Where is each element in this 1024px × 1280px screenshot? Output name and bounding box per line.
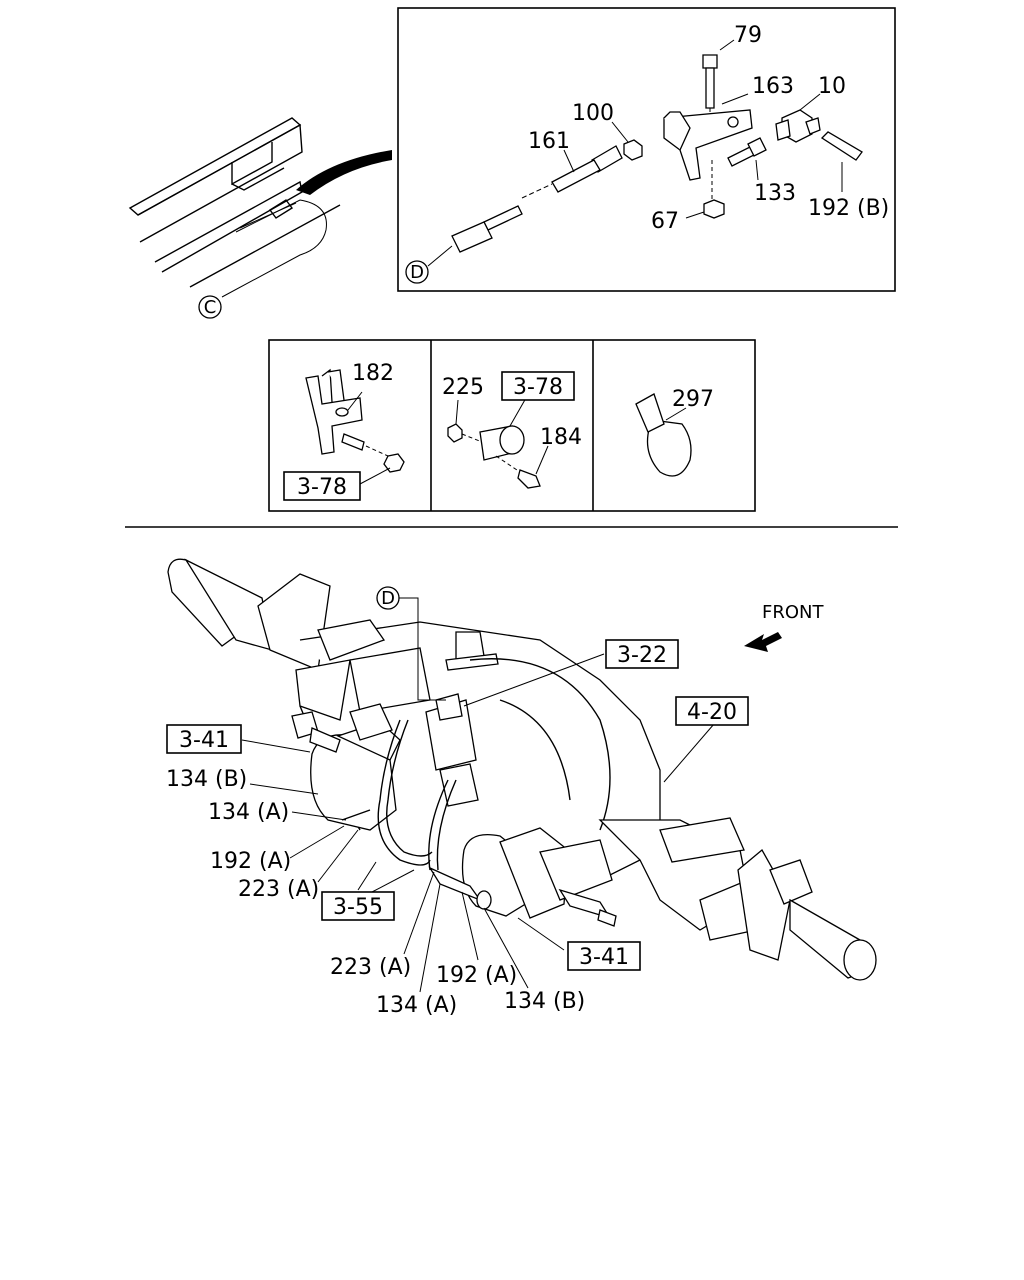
label-184: 184 — [540, 425, 582, 450]
ref-box-3-41-b — [567, 941, 641, 971]
label-182: 182 — [352, 361, 394, 386]
ref-3-55: 3-55 — [333, 895, 383, 920]
ref-box-3-78-b — [501, 371, 575, 401]
label-163: 163 — [752, 74, 794, 99]
bracket-182-drawing — [305, 368, 405, 485]
label-134a-left: 134 (A) — [208, 800, 289, 825]
ref-3-78-a: 3-78 — [297, 475, 347, 500]
ref-3-22: 3-22 — [617, 643, 667, 668]
label-10: 10 — [818, 74, 846, 99]
ref-box-3-41-a — [166, 724, 242, 754]
frame-rail-drawing — [128, 117, 392, 298]
callout-d-top: D — [405, 245, 453, 284]
label-134b-bottom: 134 (B) — [504, 989, 585, 1014]
callout-c-label: C — [204, 297, 217, 318]
inset-mid-dividers — [430, 340, 594, 511]
ref-box-4-20 — [675, 696, 749, 726]
callout-d-main-label: D — [381, 588, 395, 609]
label-297: 297 — [672, 387, 714, 412]
label-161: 161 — [528, 129, 570, 154]
clip-184-drawing — [447, 397, 549, 489]
inset-mid-frame — [268, 339, 756, 512]
inset-top-parts — [451, 54, 863, 253]
brake-chamber-left — [291, 703, 401, 831]
label-100: 100 — [572, 101, 614, 126]
callout-c: C — [198, 295, 222, 319]
ref-3-78-b: 3-78 — [513, 375, 563, 400]
label-133: 133 — [754, 181, 796, 206]
ref-box-3-55 — [321, 891, 395, 921]
axle-housing-drawing — [167, 558, 877, 981]
label-225: 225 — [442, 375, 484, 400]
label-192a-bottom: 192 (A) — [436, 963, 517, 988]
ref-3-41-a: 3-41 — [179, 728, 229, 753]
label-192b: 192 (B) — [808, 196, 889, 221]
callout-d-top-label: D — [410, 262, 424, 283]
ref-box-3-22 — [605, 639, 679, 669]
ref-4-20: 4-20 — [687, 700, 737, 725]
front-arrow-icon — [744, 632, 782, 652]
air-hoses — [341, 719, 457, 871]
label-79: 79 — [734, 23, 762, 48]
label-134a-bottom: 134 (A) — [376, 993, 457, 1018]
brake-chamber-right — [428, 827, 617, 927]
cable-tie-297-drawing — [635, 393, 692, 477]
callout-d-main: D — [376, 586, 446, 701]
ref-box-3-78-a — [283, 471, 361, 501]
label-223a-bottom: 223 (A) — [330, 955, 411, 980]
label-223a-left: 223 (A) — [238, 877, 319, 902]
inset-top-frame — [397, 7, 896, 292]
label-192a-left: 192 (A) — [210, 849, 291, 874]
label-67: 67 — [651, 209, 679, 234]
label-134b-left: 134 (B) — [166, 767, 247, 792]
ref-3-41-b: 3-41 — [579, 945, 629, 970]
front-label: FRONT — [762, 602, 824, 623]
